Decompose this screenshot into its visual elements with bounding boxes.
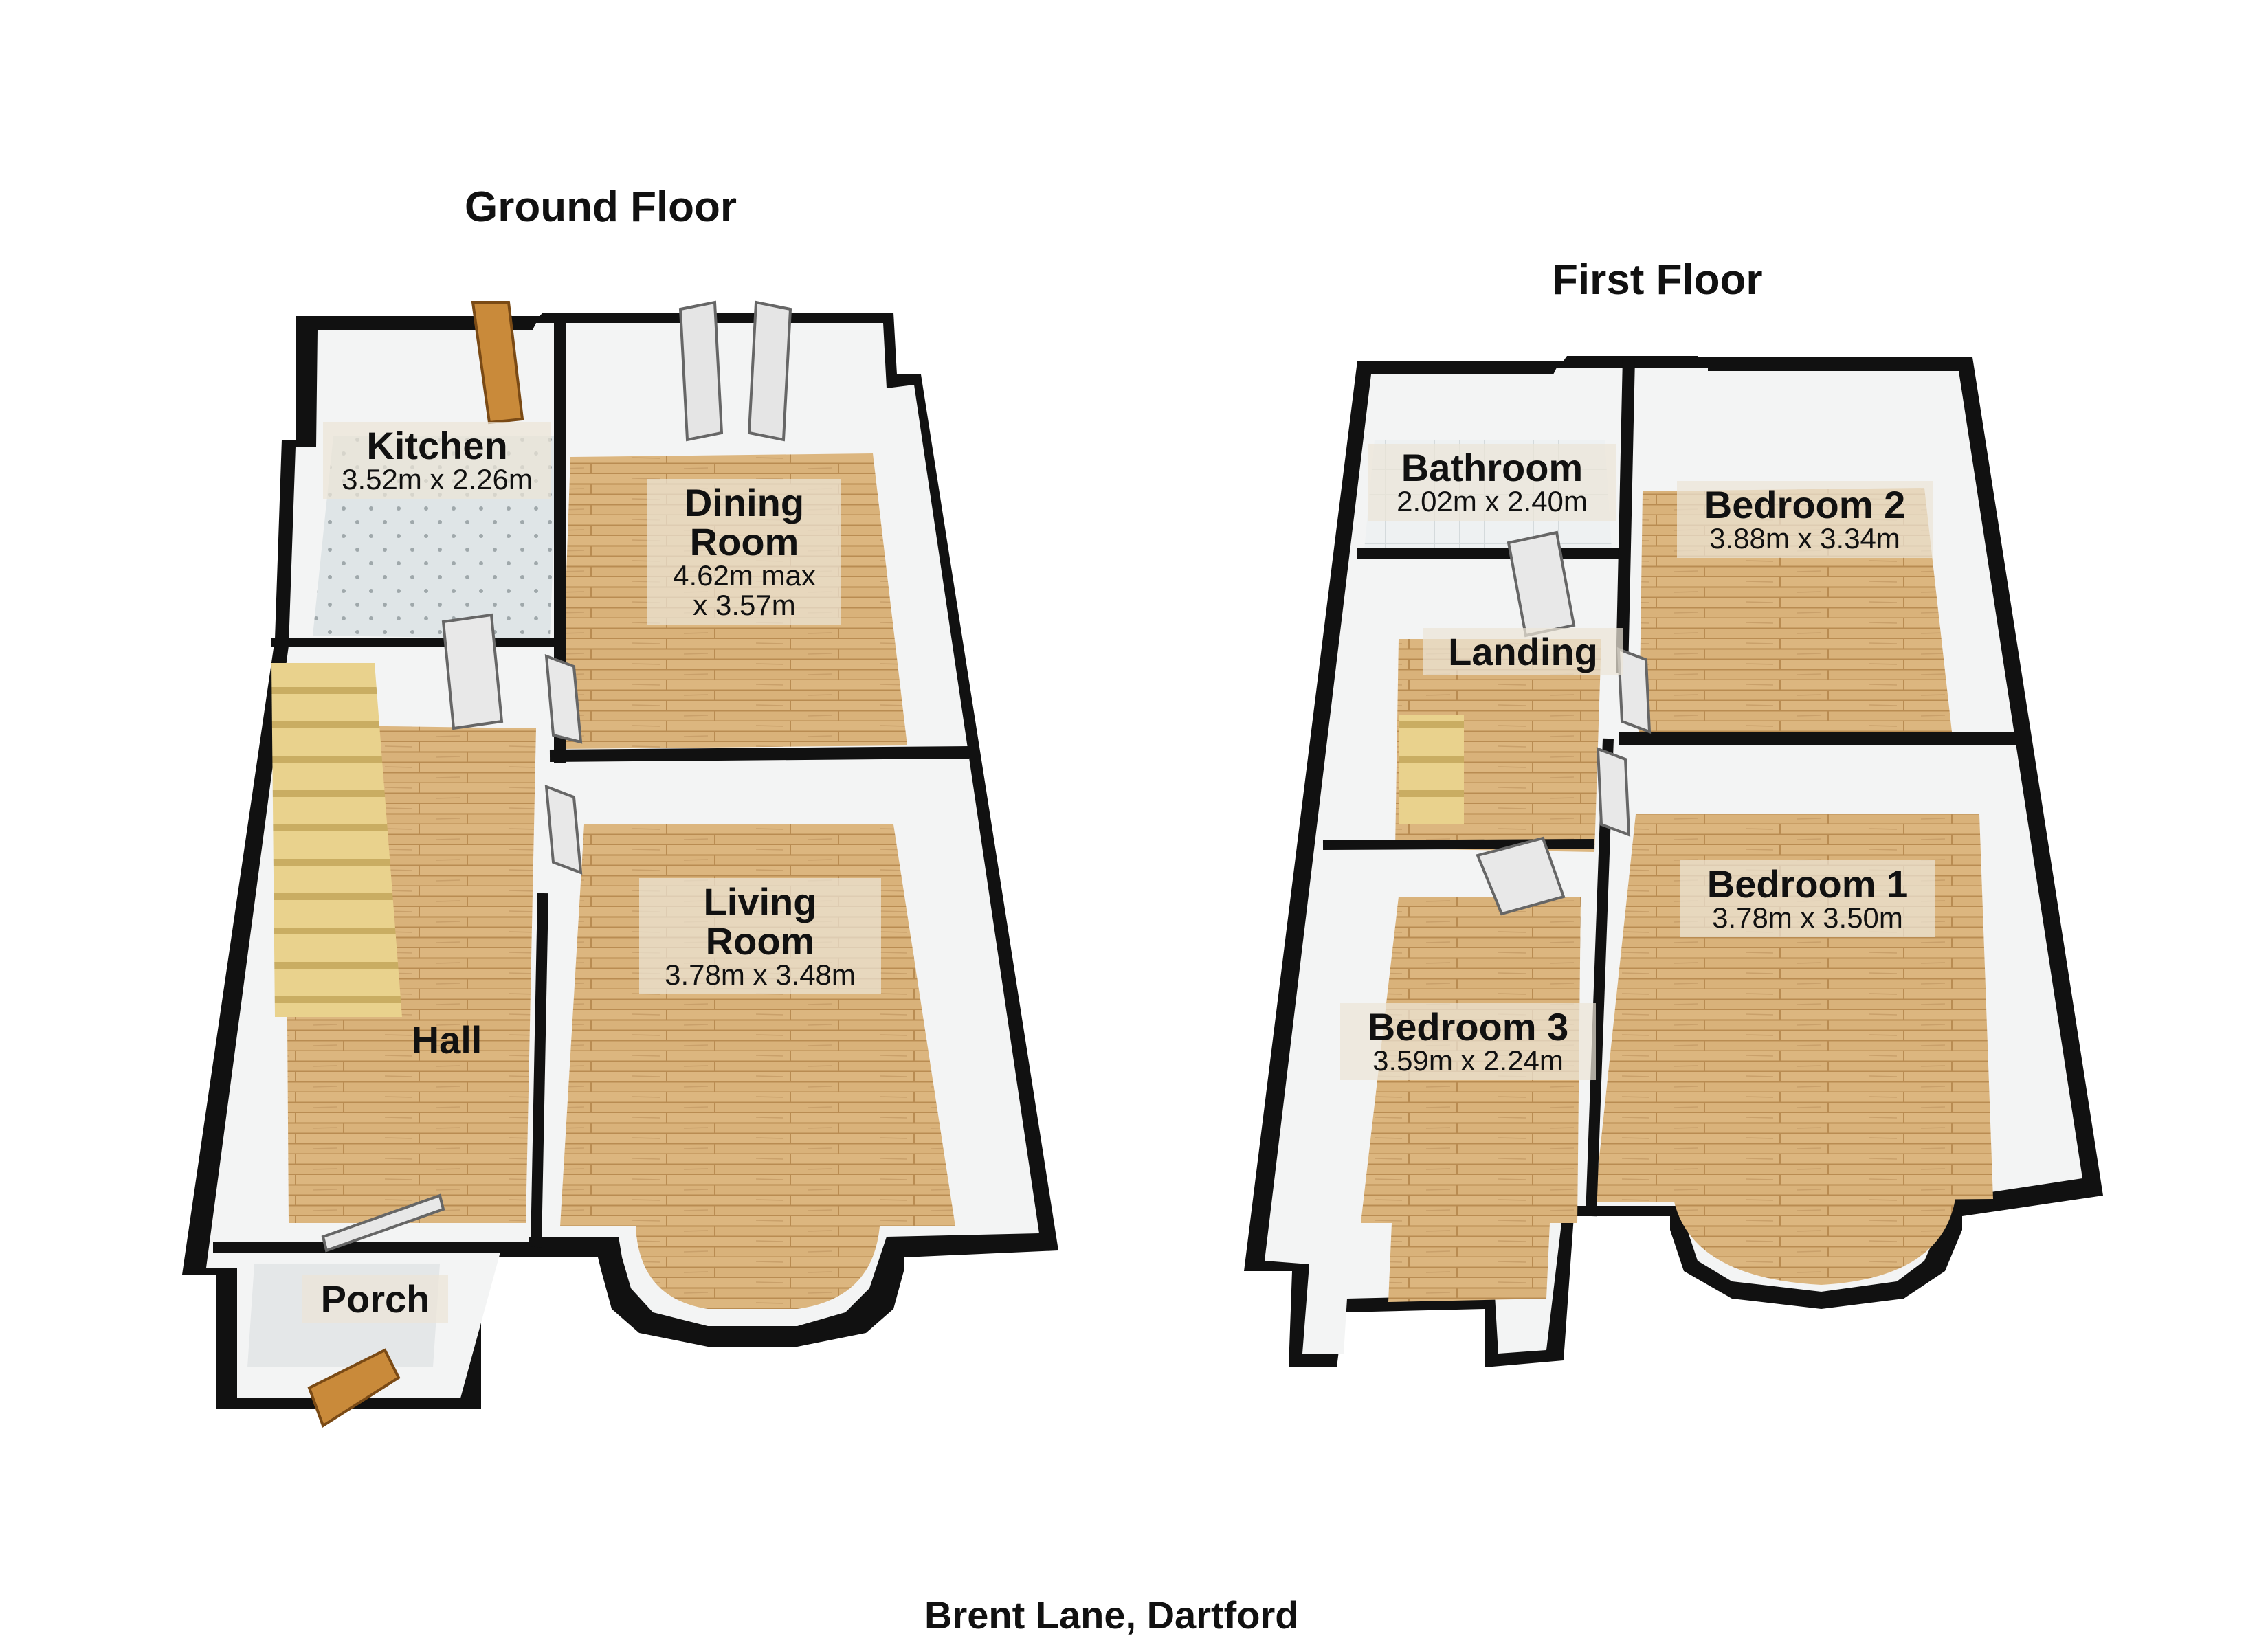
kitchen-dims: 3.52m x 2.26m bbox=[342, 463, 533, 496]
bathroom-bedroom2-wall bbox=[1616, 357, 1635, 674]
french-door-left bbox=[678, 300, 724, 442]
living-door bbox=[544, 785, 583, 875]
back-door bbox=[471, 301, 524, 425]
living-label: Living Room 3.78m x 3.48m bbox=[639, 878, 881, 995]
bedroom1-label: Bedroom 1 3.78m x 3.50m bbox=[1680, 860, 1935, 937]
first-floor-title: First Floor bbox=[1552, 256, 1763, 304]
kitchen-door bbox=[441, 613, 504, 730]
address-caption: Brent Lane, Dartford bbox=[924, 1593, 1299, 1637]
dining-dims-line1: 4.62m max bbox=[673, 559, 816, 592]
dining-dims-line2: x 3.57m bbox=[693, 589, 796, 622]
dining-name-line2: Room bbox=[689, 520, 799, 564]
bedroom3-dims: 3.59m x 2.24m bbox=[1372, 1044, 1564, 1077]
ground-floor-title: Ground Floor bbox=[465, 183, 737, 231]
landing-name: Landing bbox=[1448, 630, 1598, 673]
ground-stairs bbox=[271, 663, 402, 1017]
ground-floor-plan bbox=[182, 300, 1058, 1428]
bathroom-door bbox=[1507, 530, 1576, 638]
landing-bedroom3-wall bbox=[1322, 839, 1595, 850]
bedroom2-dims: 3.88m x 3.34m bbox=[1709, 522, 1900, 555]
bedroom1-bay-floor bbox=[1674, 1199, 1955, 1285]
bedroom1-dims: 3.78m x 3.50m bbox=[1712, 901, 1903, 934]
first-stairs bbox=[1399, 715, 1464, 824]
living-dims: 3.78m x 3.48m bbox=[665, 958, 856, 991]
living-name-line1: Living bbox=[703, 880, 817, 923]
dining-label: Dining Room 4.62m max x 3.57m bbox=[647, 479, 841, 625]
bathroom-dims: 2.02m x 2.40m bbox=[1397, 485, 1588, 518]
bathroom-label: Bathroom 2.02m x 2.40m bbox=[1368, 444, 1616, 521]
bedroom1-name: Bedroom 1 bbox=[1706, 862, 1909, 906]
french-door-right bbox=[747, 300, 792, 442]
front-door bbox=[307, 1348, 401, 1428]
dining-door bbox=[544, 654, 583, 744]
bedroom1-door bbox=[1596, 747, 1631, 837]
landing-label: Landing bbox=[1423, 628, 1623, 676]
dining-living-wall bbox=[549, 746, 970, 762]
bedroom3-recess-floor bbox=[1388, 1223, 1550, 1302]
bedroom2-label: Bedroom 2 3.88m x 3.34m bbox=[1677, 481, 1933, 558]
hall-label: Hall bbox=[385, 1020, 509, 1059]
porch-label: Porch bbox=[302, 1275, 448, 1323]
living-name-line2: Room bbox=[705, 919, 815, 963]
kitchen-label: Kitchen 3.52m x 2.26m bbox=[323, 422, 551, 499]
bathroom-name: Bathroom bbox=[1401, 446, 1583, 489]
bedroom3-label: Bedroom 3 3.59m x 2.24m bbox=[1340, 1003, 1596, 1080]
porch-inner-door bbox=[321, 1193, 445, 1253]
dining-name-line1: Dining bbox=[684, 481, 805, 524]
bedroom2-door bbox=[1616, 647, 1652, 734]
bedroom3-name: Bedroom 3 bbox=[1367, 1005, 1569, 1048]
hall-name: Hall bbox=[411, 1018, 482, 1062]
living-bay-floor bbox=[636, 1226, 880, 1309]
bedroom2-name: Bedroom 2 bbox=[1704, 483, 1906, 526]
hall-living-wall bbox=[531, 893, 548, 1248]
bedroom3-door bbox=[1476, 836, 1566, 916]
porch-name: Porch bbox=[320, 1277, 430, 1321]
kitchen-name: Kitchen bbox=[366, 424, 508, 467]
